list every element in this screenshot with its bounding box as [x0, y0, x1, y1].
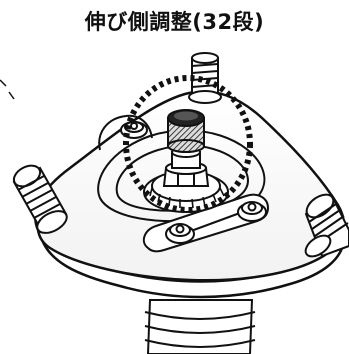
center-bearing	[143, 146, 229, 213]
slot-bolt-right	[237, 201, 267, 222]
dotted-callout-circle	[123, 75, 253, 213]
slot-bolt-lower	[165, 223, 195, 244]
adjustment-title: 伸び側調整(32段)	[84, 10, 265, 34]
left-stud	[12, 164, 68, 234]
leader-line	[0, 79, 15, 100]
right-stud	[304, 193, 349, 258]
top-stud	[188, 52, 222, 104]
coil-spring	[144, 299, 256, 354]
adjuster-knob	[167, 109, 205, 153]
